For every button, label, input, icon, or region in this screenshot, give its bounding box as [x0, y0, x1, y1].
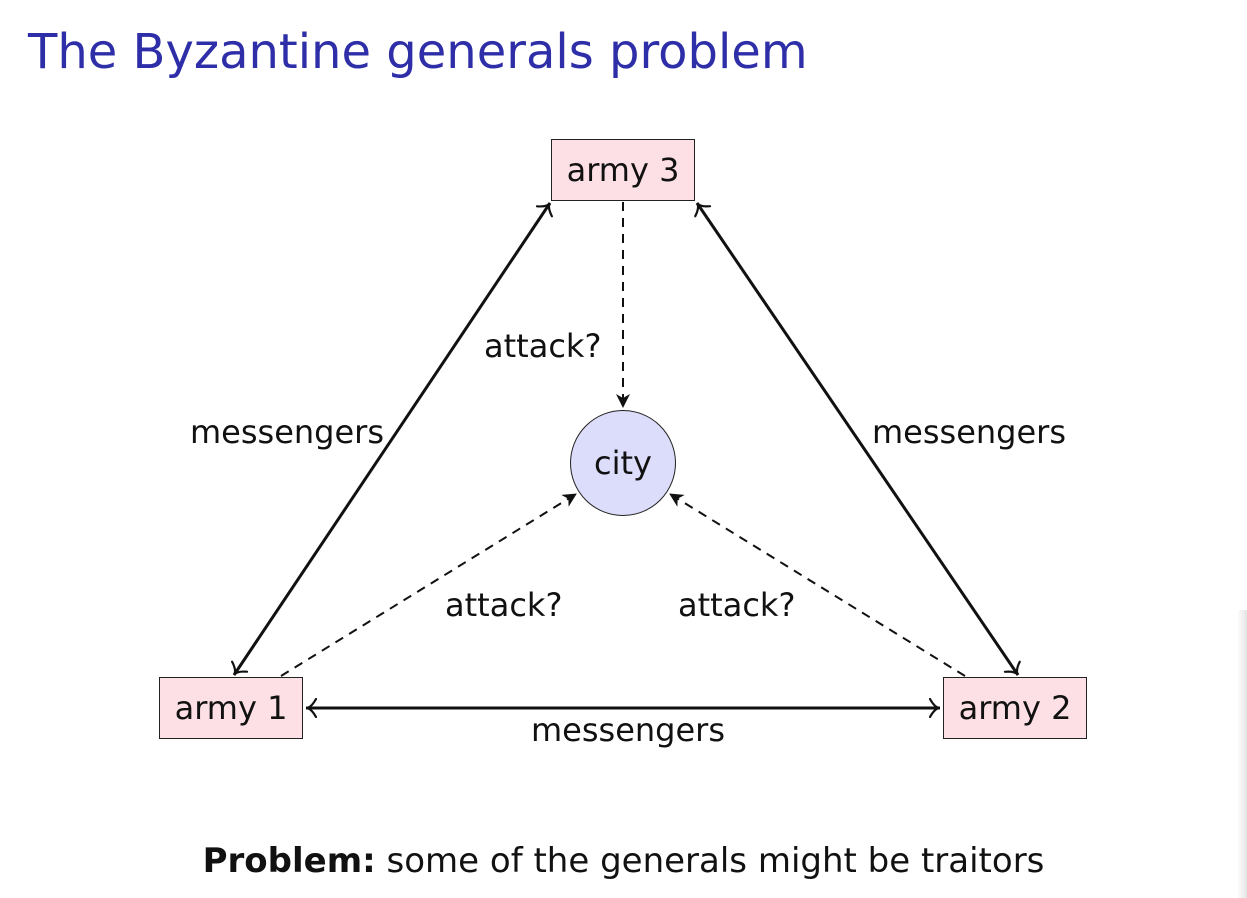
problem-label: Problem:	[202, 841, 376, 881]
edge-attack-army2-city	[669, 493, 966, 677]
slide-title: The Byzantine generals problem	[28, 24, 808, 80]
label-messengers-army2-army3: messengers	[872, 413, 1066, 451]
problem-text: some of the generals might be traitors	[375, 841, 1045, 881]
edge-attack-army1-city	[280, 493, 577, 677]
edge-messengers-army2-army3	[697, 202, 1018, 676]
node-army-1: army 1	[159, 677, 303, 739]
edge-messengers-army1-army3	[234, 202, 550, 676]
label-messengers-army1-army3: messengers	[190, 413, 384, 451]
label-messengers-army1-army2: messengers	[531, 711, 725, 749]
node-army-3: army 3	[551, 139, 695, 201]
label-attack-army3-city: attack?	[484, 327, 602, 365]
node-city: city	[570, 410, 676, 516]
edge-shadow	[1237, 610, 1247, 898]
node-army-2: army 2	[943, 677, 1087, 739]
problem-statement: Problem: some of the generals might be t…	[0, 841, 1247, 881]
label-attack-army2-city: attack?	[678, 586, 796, 624]
label-attack-army1-city: attack?	[445, 586, 563, 624]
